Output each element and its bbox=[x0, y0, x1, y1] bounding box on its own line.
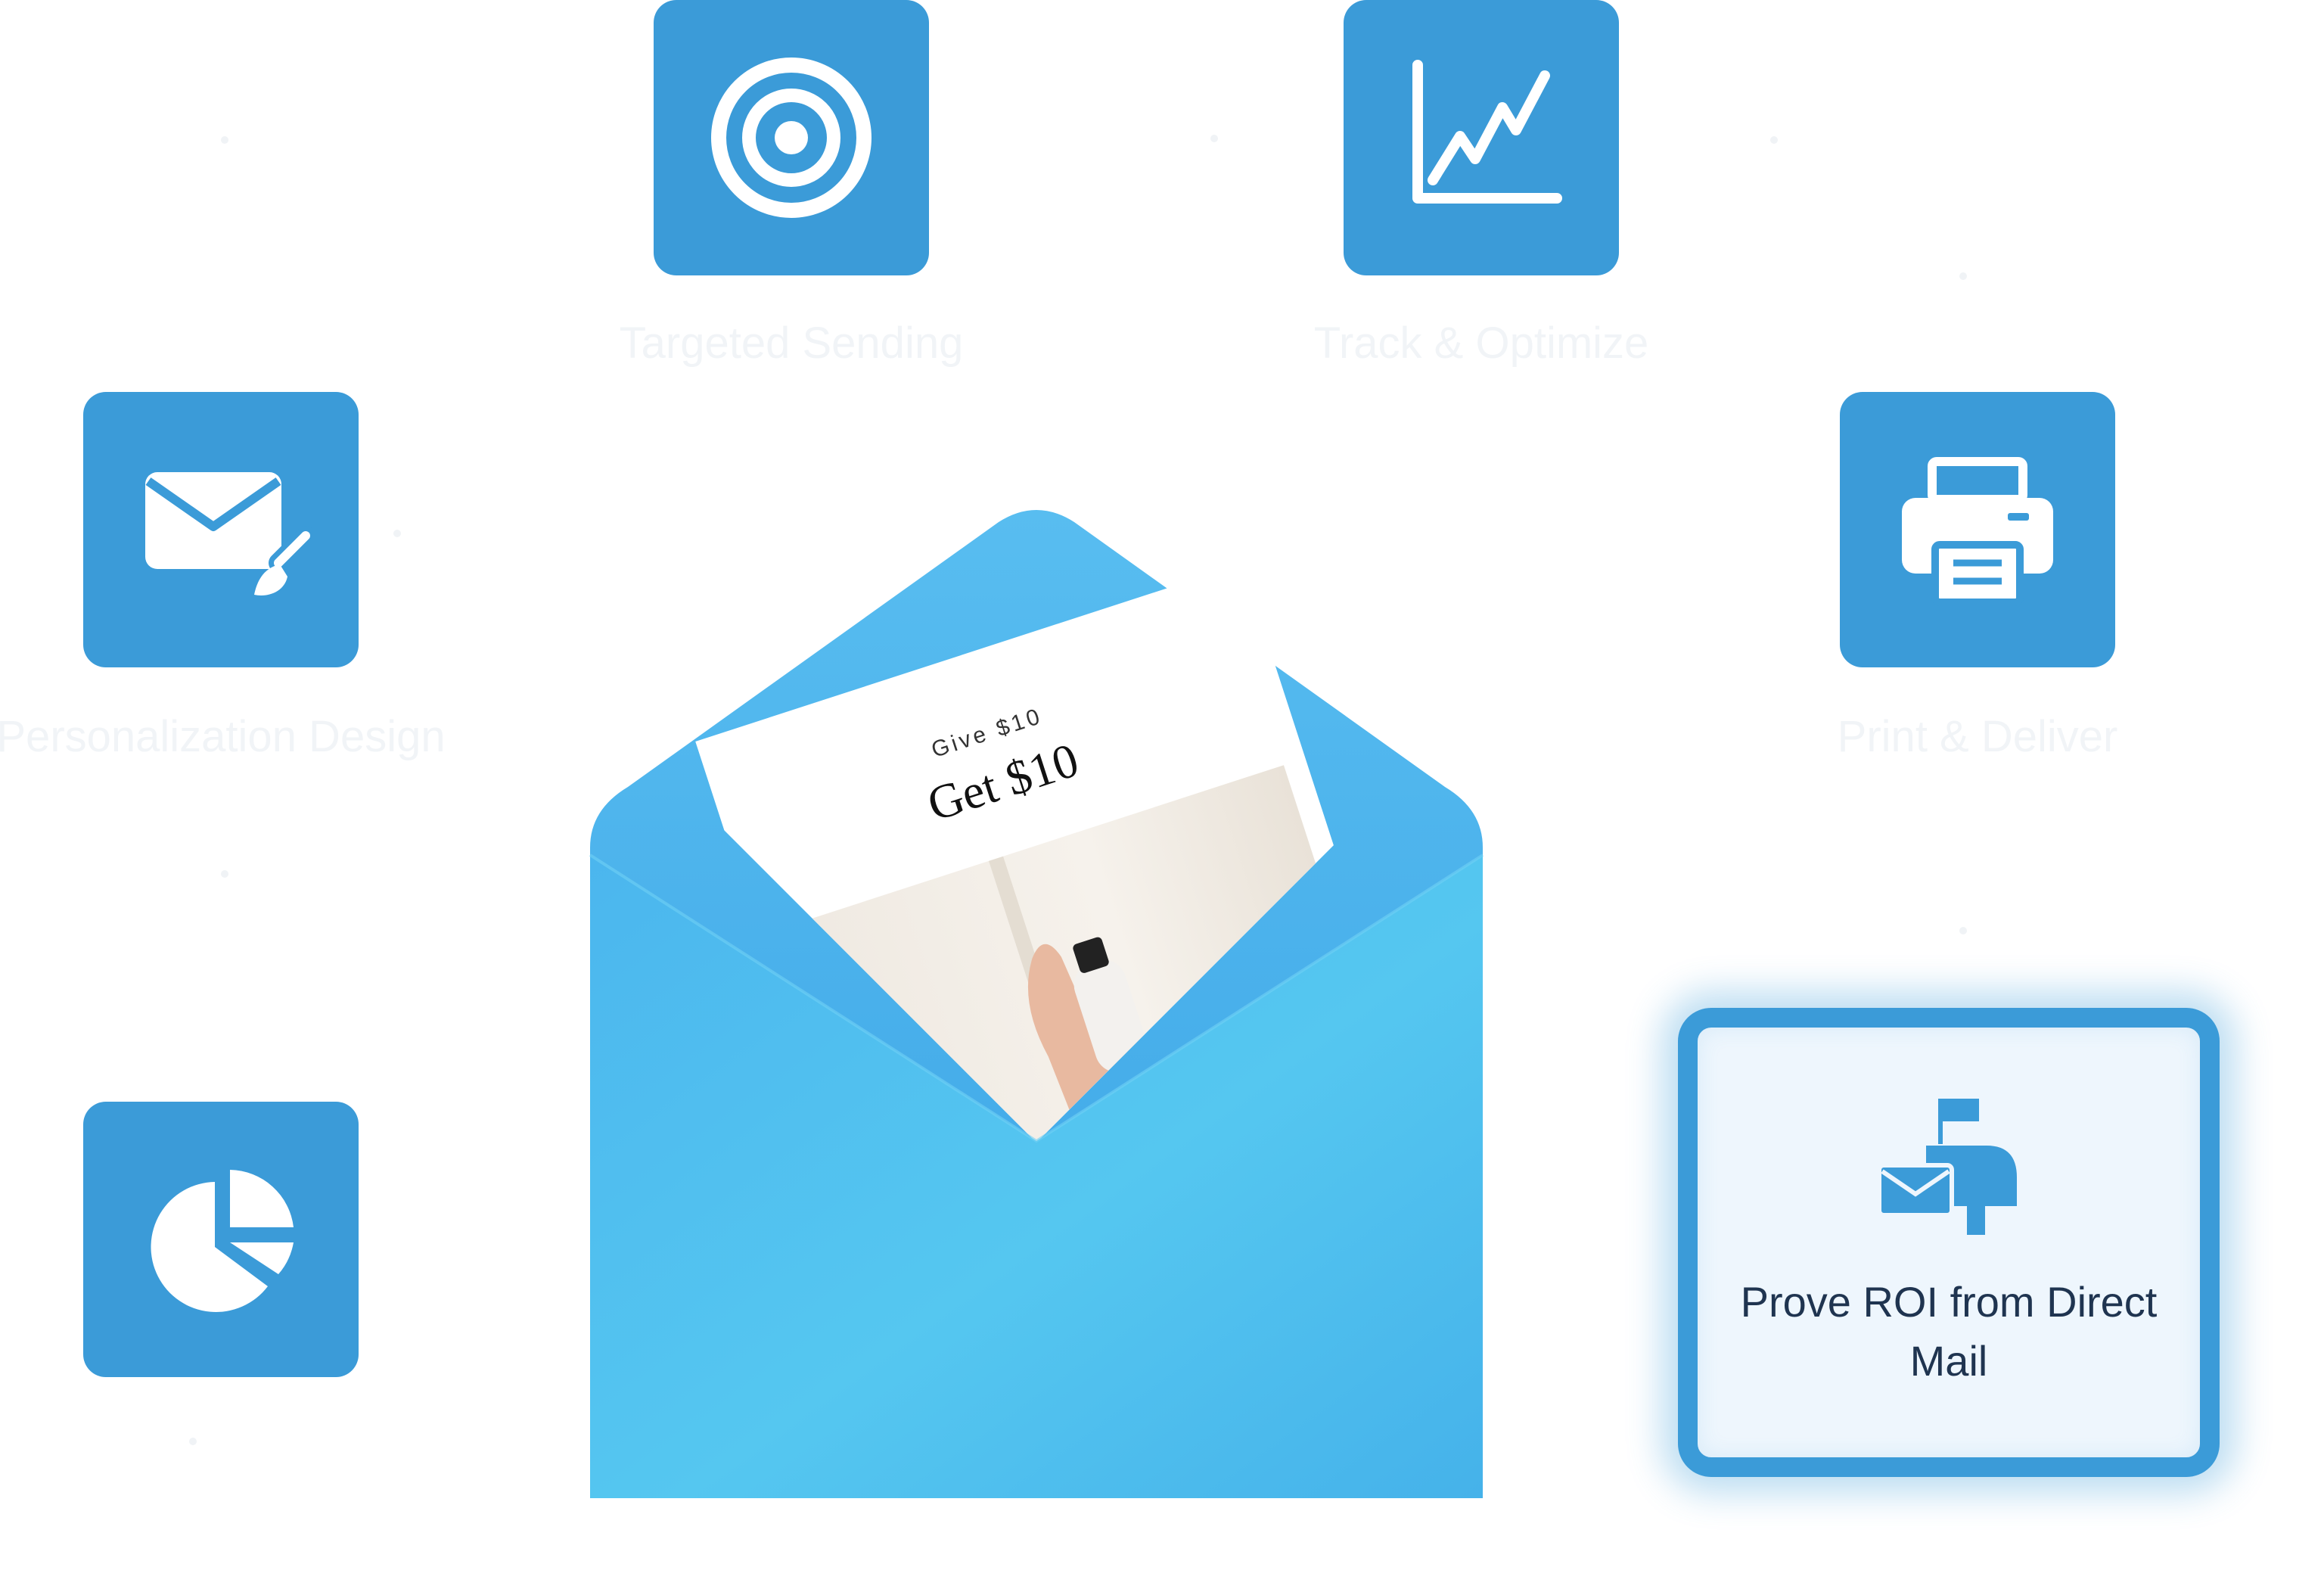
connector-dot bbox=[189, 1438, 197, 1445]
print-tile[interactable] bbox=[1840, 392, 2115, 667]
print-label: Print & Deliver bbox=[1837, 712, 2118, 761]
target-label: Targeted Sending bbox=[619, 319, 964, 368]
envelope-illustration: Give $10 Get $10 bbox=[589, 510, 1484, 1498]
connector-dot bbox=[1770, 136, 1778, 144]
envelope-brush-icon bbox=[145, 472, 312, 595]
connector-dot bbox=[1959, 927, 1967, 934]
track-label: Track & Optimize bbox=[1313, 319, 1649, 368]
report-tile[interactable] bbox=[83, 1102, 359, 1377]
design-tile[interactable] bbox=[83, 392, 359, 667]
mailbox-icon bbox=[1877, 1099, 2017, 1235]
printer-icon bbox=[1902, 457, 2053, 606]
target-icon bbox=[711, 58, 872, 218]
pie-chart-icon bbox=[151, 1170, 294, 1312]
target-tile[interactable] bbox=[654, 0, 929, 275]
track-tile[interactable] bbox=[1344, 0, 1619, 275]
connector-dot bbox=[1959, 272, 1967, 280]
line-chart-icon bbox=[1412, 60, 1562, 204]
connector-dot bbox=[221, 870, 228, 878]
connector-dot bbox=[221, 136, 228, 144]
connector-dot bbox=[1210, 135, 1218, 142]
design-label: Personalization Design bbox=[0, 712, 446, 761]
prove-roi-title: Prove ROI from Direct Mail bbox=[1740, 1278, 2158, 1385]
connector-dot bbox=[393, 530, 401, 537]
prove-roi-card[interactable]: Prove ROI from Direct Mail bbox=[1678, 1008, 2220, 1477]
